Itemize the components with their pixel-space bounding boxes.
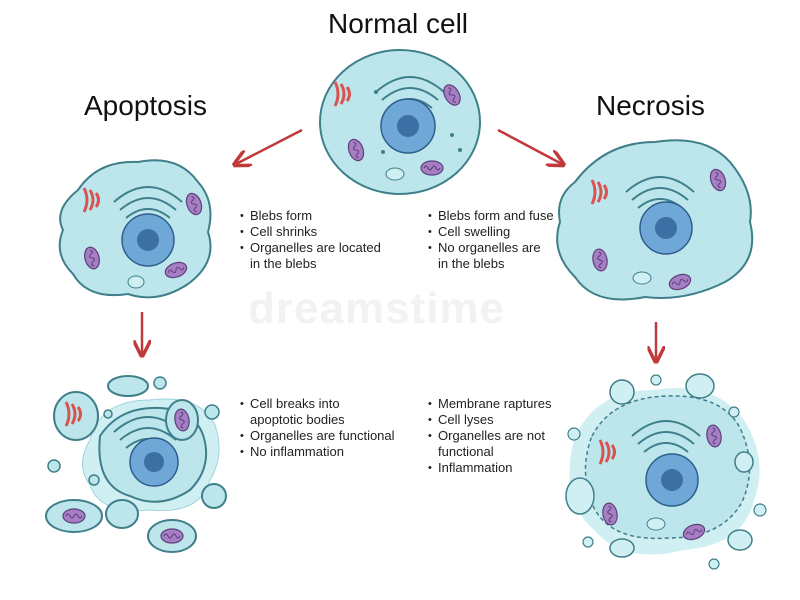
arrow-to-apoptosis (236, 128, 303, 164)
note-item: Blebs form (240, 208, 420, 224)
note-item: Membrane raptures (428, 396, 608, 412)
note-item: Organelles are not (428, 428, 608, 444)
note-item: apoptotic bodies (250, 412, 345, 427)
note-item: Cell swelling (428, 224, 608, 240)
note-item: in the blebs (250, 256, 317, 271)
apoptotic-bodies (45, 375, 227, 553)
normal-cell (319, 49, 481, 195)
note-item: Cell breaks into (240, 396, 420, 412)
necrosis-stage1-notes: Blebs form and fuse Cell swelling No org… (428, 208, 608, 272)
note-item: Organelles are functional (240, 428, 420, 444)
note-item: functional (438, 444, 494, 459)
necrosis-stage2-notes: Membrane raptures Cell lyses Organelles … (428, 396, 608, 476)
note-item: Cell lyses (428, 412, 608, 428)
title-apoptosis: Apoptosis (84, 90, 207, 121)
title-normal-cell: Normal cell (328, 8, 469, 39)
title-necrosis: Necrosis (596, 90, 705, 121)
note-item: Cell shrinks (240, 224, 420, 240)
apoptosis-stage1-notes: Blebs form Cell shrinks Organelles are l… (240, 208, 420, 272)
lysed-necrotic-cell (565, 373, 767, 570)
note-item: No inflammation (240, 444, 420, 460)
apoptotic-cell-blebbing (58, 159, 212, 299)
note-item: Blebs form and fuse (428, 208, 608, 224)
note-item: No organelles are (428, 240, 608, 256)
note-item: Inflammation (428, 460, 608, 476)
note-item: Organelles are located (240, 240, 420, 256)
apoptosis-stage2-notes: Cell breaks into apoptotic bodies Organe… (240, 396, 420, 460)
watermark: dreamstime (248, 284, 506, 333)
arrow-to-necrosis (497, 128, 562, 164)
note-item: in the blebs (438, 256, 505, 271)
